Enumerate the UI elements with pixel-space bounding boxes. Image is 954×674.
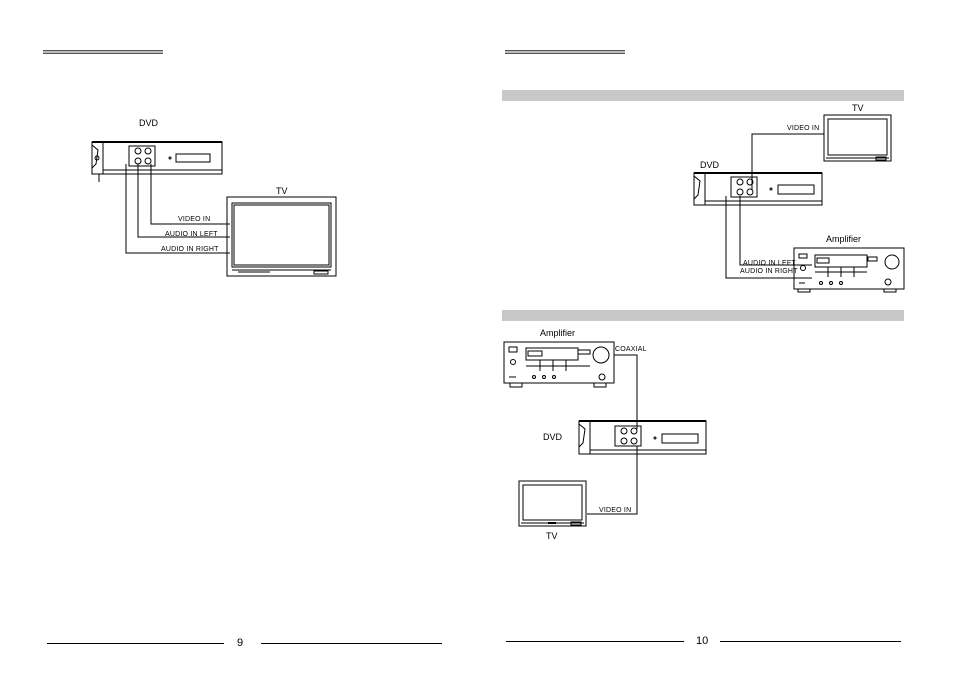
section-band-1 — [502, 90, 904, 101]
right-dvd-1-label: DVD — [700, 160, 720, 170]
left-tv-label: TV — [276, 186, 288, 196]
section-band-2 — [502, 310, 904, 321]
right-video-in-1-label: VIDEO IN — [787, 125, 820, 132]
left-dvd-label: DVD — [139, 118, 159, 128]
right-amplifier-1 — [793, 247, 905, 293]
left-dvd-player — [91, 141, 223, 182]
right-dvd-1 — [693, 172, 823, 206]
right-amplifier-2 — [503, 341, 615, 388]
right-heading-bar — [505, 50, 625, 54]
right-tv-1 — [823, 114, 892, 162]
left-footer-rule-right — [261, 643, 442, 644]
left-audio-left-label: AUDIO IN LEFT — [165, 231, 218, 238]
left-tv — [226, 196, 337, 277]
right-coaxial-label: COAXIAL — [615, 346, 647, 353]
right-dvd-2-label: DVD — [543, 432, 563, 442]
right-audio-left-label: AUDIO IN LEFT — [743, 260, 796, 267]
right-tv-2-label: TV — [546, 531, 558, 541]
right-tv-2 — [518, 480, 587, 527]
right-amplifier-2-label: Amplifier — [540, 328, 576, 338]
right-footer-rule-left — [506, 641, 684, 642]
left-audio-right-label: AUDIO IN RIGHT — [161, 246, 219, 253]
left-page-number: 9 — [237, 637, 244, 649]
right-video-in-2-label: VIDEO IN — [599, 507, 632, 514]
right-tv-1-label: TV — [852, 103, 864, 113]
left-video-in-label: VIDEO IN — [178, 216, 211, 223]
right-audio-right-label: AUDIO IN RIGHT — [740, 268, 798, 275]
right-footer-rule-right — [720, 641, 901, 642]
right-dvd-2 — [578, 420, 707, 455]
left-heading-bar — [43, 50, 163, 54]
right-page-number: 10 — [696, 635, 709, 647]
right-amplifier-1-label: Amplifier — [826, 234, 862, 244]
left-footer-rule-left — [47, 643, 224, 644]
